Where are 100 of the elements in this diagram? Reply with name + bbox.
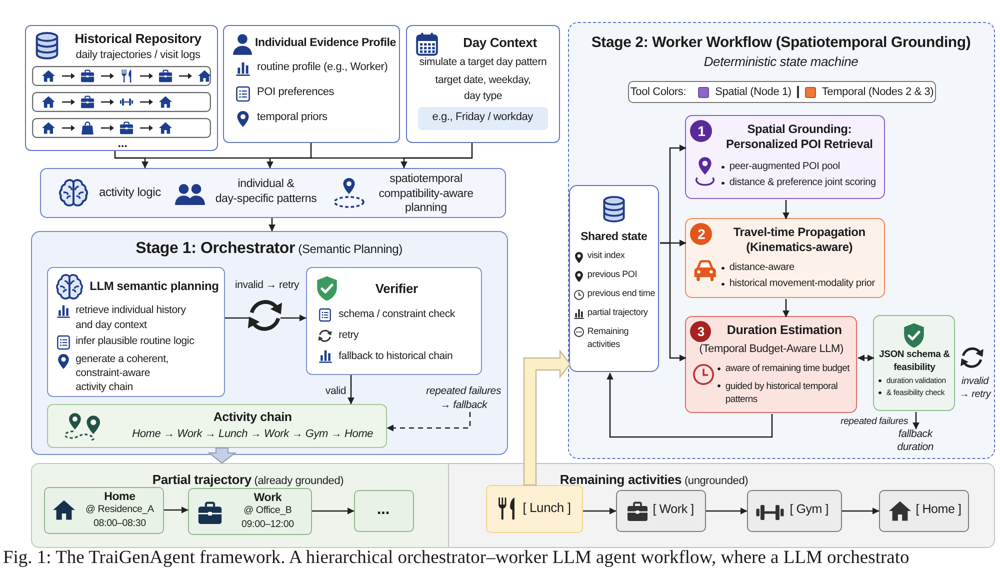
box-title: Shared state [580, 230, 648, 245]
detail-text: 08:00–08:30 [92, 518, 147, 530]
arrow [583, 508, 616, 514]
arrow [312, 508, 354, 514]
stage-panel [568, 22, 995, 459]
process-box [685, 218, 886, 298]
validator-box [873, 315, 956, 412]
box-title: Work [252, 490, 283, 506]
box-title: Individual Evidence Profile [255, 36, 397, 50]
list-item: POI preferences [257, 86, 336, 100]
box-title: LLM semantic planning [90, 278, 220, 294]
section-title: Stage 2: Worker Workflow (Spatiotemporal Grounding) [590, 34, 972, 53]
list-item: fallback to historical chain [338, 350, 454, 363]
legend-title: Tool Colors: [630, 86, 686, 98]
arrow [266, 143, 312, 168]
chip-text: e.g., Friday / workday [431, 110, 534, 124]
step-number: 1 [690, 120, 712, 142]
box-title: Day Context [462, 35, 538, 52]
summary-band [40, 168, 506, 218]
detail-text: @ Office_B [242, 504, 293, 517]
arrow [400, 143, 473, 168]
arrow [782, 200, 790, 220]
arrow [842, 508, 880, 514]
item-text: activity logic [99, 185, 162, 200]
activity-box [616, 490, 706, 532]
arrow [660, 242, 686, 362]
note-text: repeated failures → fallback [425, 384, 502, 412]
list-item: Remaining activities [587, 325, 630, 350]
bullet-item: guided by historical temporal patterns [716, 380, 840, 406]
info-card [25, 25, 218, 151]
legend-label: Temporal (Nodes 2 & 3) [822, 86, 934, 98]
block-arrow [207, 447, 237, 464]
arrow [706, 508, 748, 514]
double-arrow [858, 354, 874, 362]
process-box [46, 266, 225, 397]
item-text: spatiotemporal compatibility-aware planning [378, 172, 474, 216]
list-item: visit index [587, 250, 626, 262]
activity-label: [ Work ] [652, 502, 695, 518]
box-title: JSON schema & feasibility [878, 349, 951, 374]
item-text: target date, weekday, day type [434, 73, 532, 104]
list-item: retry [338, 328, 360, 342]
process-box [685, 316, 858, 414]
trajectory-panel [448, 463, 995, 548]
list-item: routine profile (e.g., Worker) [257, 61, 389, 75]
box-title: Home [103, 490, 136, 504]
figure-caption: Fig. 1: The TraiGenAgent framework. A hierarchical orchestrator–worker LLM agent workflow, where a LLM orchestrato [3, 549, 910, 567]
list-item: partial trajectory [587, 307, 649, 319]
box-title: Historical Repository [74, 31, 202, 48]
list-item: infer plausible routine logic [76, 334, 196, 348]
process-box [685, 115, 886, 200]
panel-title: Remaining activities (ungrounded) [558, 471, 750, 489]
info-card [406, 25, 560, 143]
arrow [348, 375, 354, 404]
example-chip [418, 106, 548, 130]
activity-box [44, 486, 164, 534]
box-title: Verifier [374, 280, 419, 297]
box-title: Travel-time Propagation (Kinematics-aware) [732, 225, 866, 256]
activity-label: [ Lunch ] [522, 500, 572, 516]
activity-box [188, 488, 312, 535]
arrow [606, 372, 773, 438]
note-text: invalid → retry [958, 375, 992, 401]
block-arrow [523, 349, 571, 486]
list-item: previous POI [587, 269, 638, 281]
arrow [782, 299, 790, 318]
item-text: simulate a target day pattern [418, 56, 548, 70]
ellipsis: ... [376, 500, 391, 520]
info-card [223, 25, 400, 143]
list-item: previous end time [587, 288, 656, 300]
ellipsis: ... [116, 137, 128, 149]
activity-box [746, 490, 842, 532]
arrow [164, 506, 188, 514]
activity-label: [ Home ] [916, 502, 962, 518]
dashed-arrow [386, 412, 471, 432]
activity-sequence: Home → Work → Lunch → Work → Gym → Home [131, 428, 374, 442]
stage-panel [31, 231, 508, 455]
arrow [268, 218, 276, 232]
detail-text: @ Residence_A [84, 504, 155, 516]
item-text: individual & day-specific patterns [214, 177, 318, 207]
box-title: Activity chain [212, 410, 293, 426]
box-title: Spatial Grounding: Personalized POI Retrieval [724, 122, 874, 152]
section-subtitle: Deterministic state machine [702, 54, 860, 70]
note-text: fallback duration [896, 428, 935, 454]
connector-line [115, 157, 472, 159]
box-subtitle: daily trajectories / visit logs [74, 49, 202, 63]
activity-label: [ Gym ] [790, 502, 830, 518]
list-item: schema / constraint check [338, 308, 456, 321]
list-item: temporal priors [257, 111, 328, 125]
legend-label: Spatial (Node 1) [715, 86, 792, 98]
box-subtitle: (Temporal Budget-Aware LLM) [698, 343, 844, 358]
box-title: Duration Estimation [726, 323, 843, 340]
step-number: 2 [690, 223, 712, 246]
list-item: generate a coherent, constraint-aware activity chain [76, 352, 170, 394]
detail-text: 09:00–12:00 [240, 518, 295, 531]
trajectory-panel [31, 463, 448, 548]
state-box [569, 185, 660, 372]
activity-box [878, 490, 969, 532]
output-box [46, 404, 387, 448]
activity-box [354, 490, 414, 532]
panel-title: Partial trajectory (already grounded) [151, 471, 345, 489]
process-box [306, 266, 482, 375]
